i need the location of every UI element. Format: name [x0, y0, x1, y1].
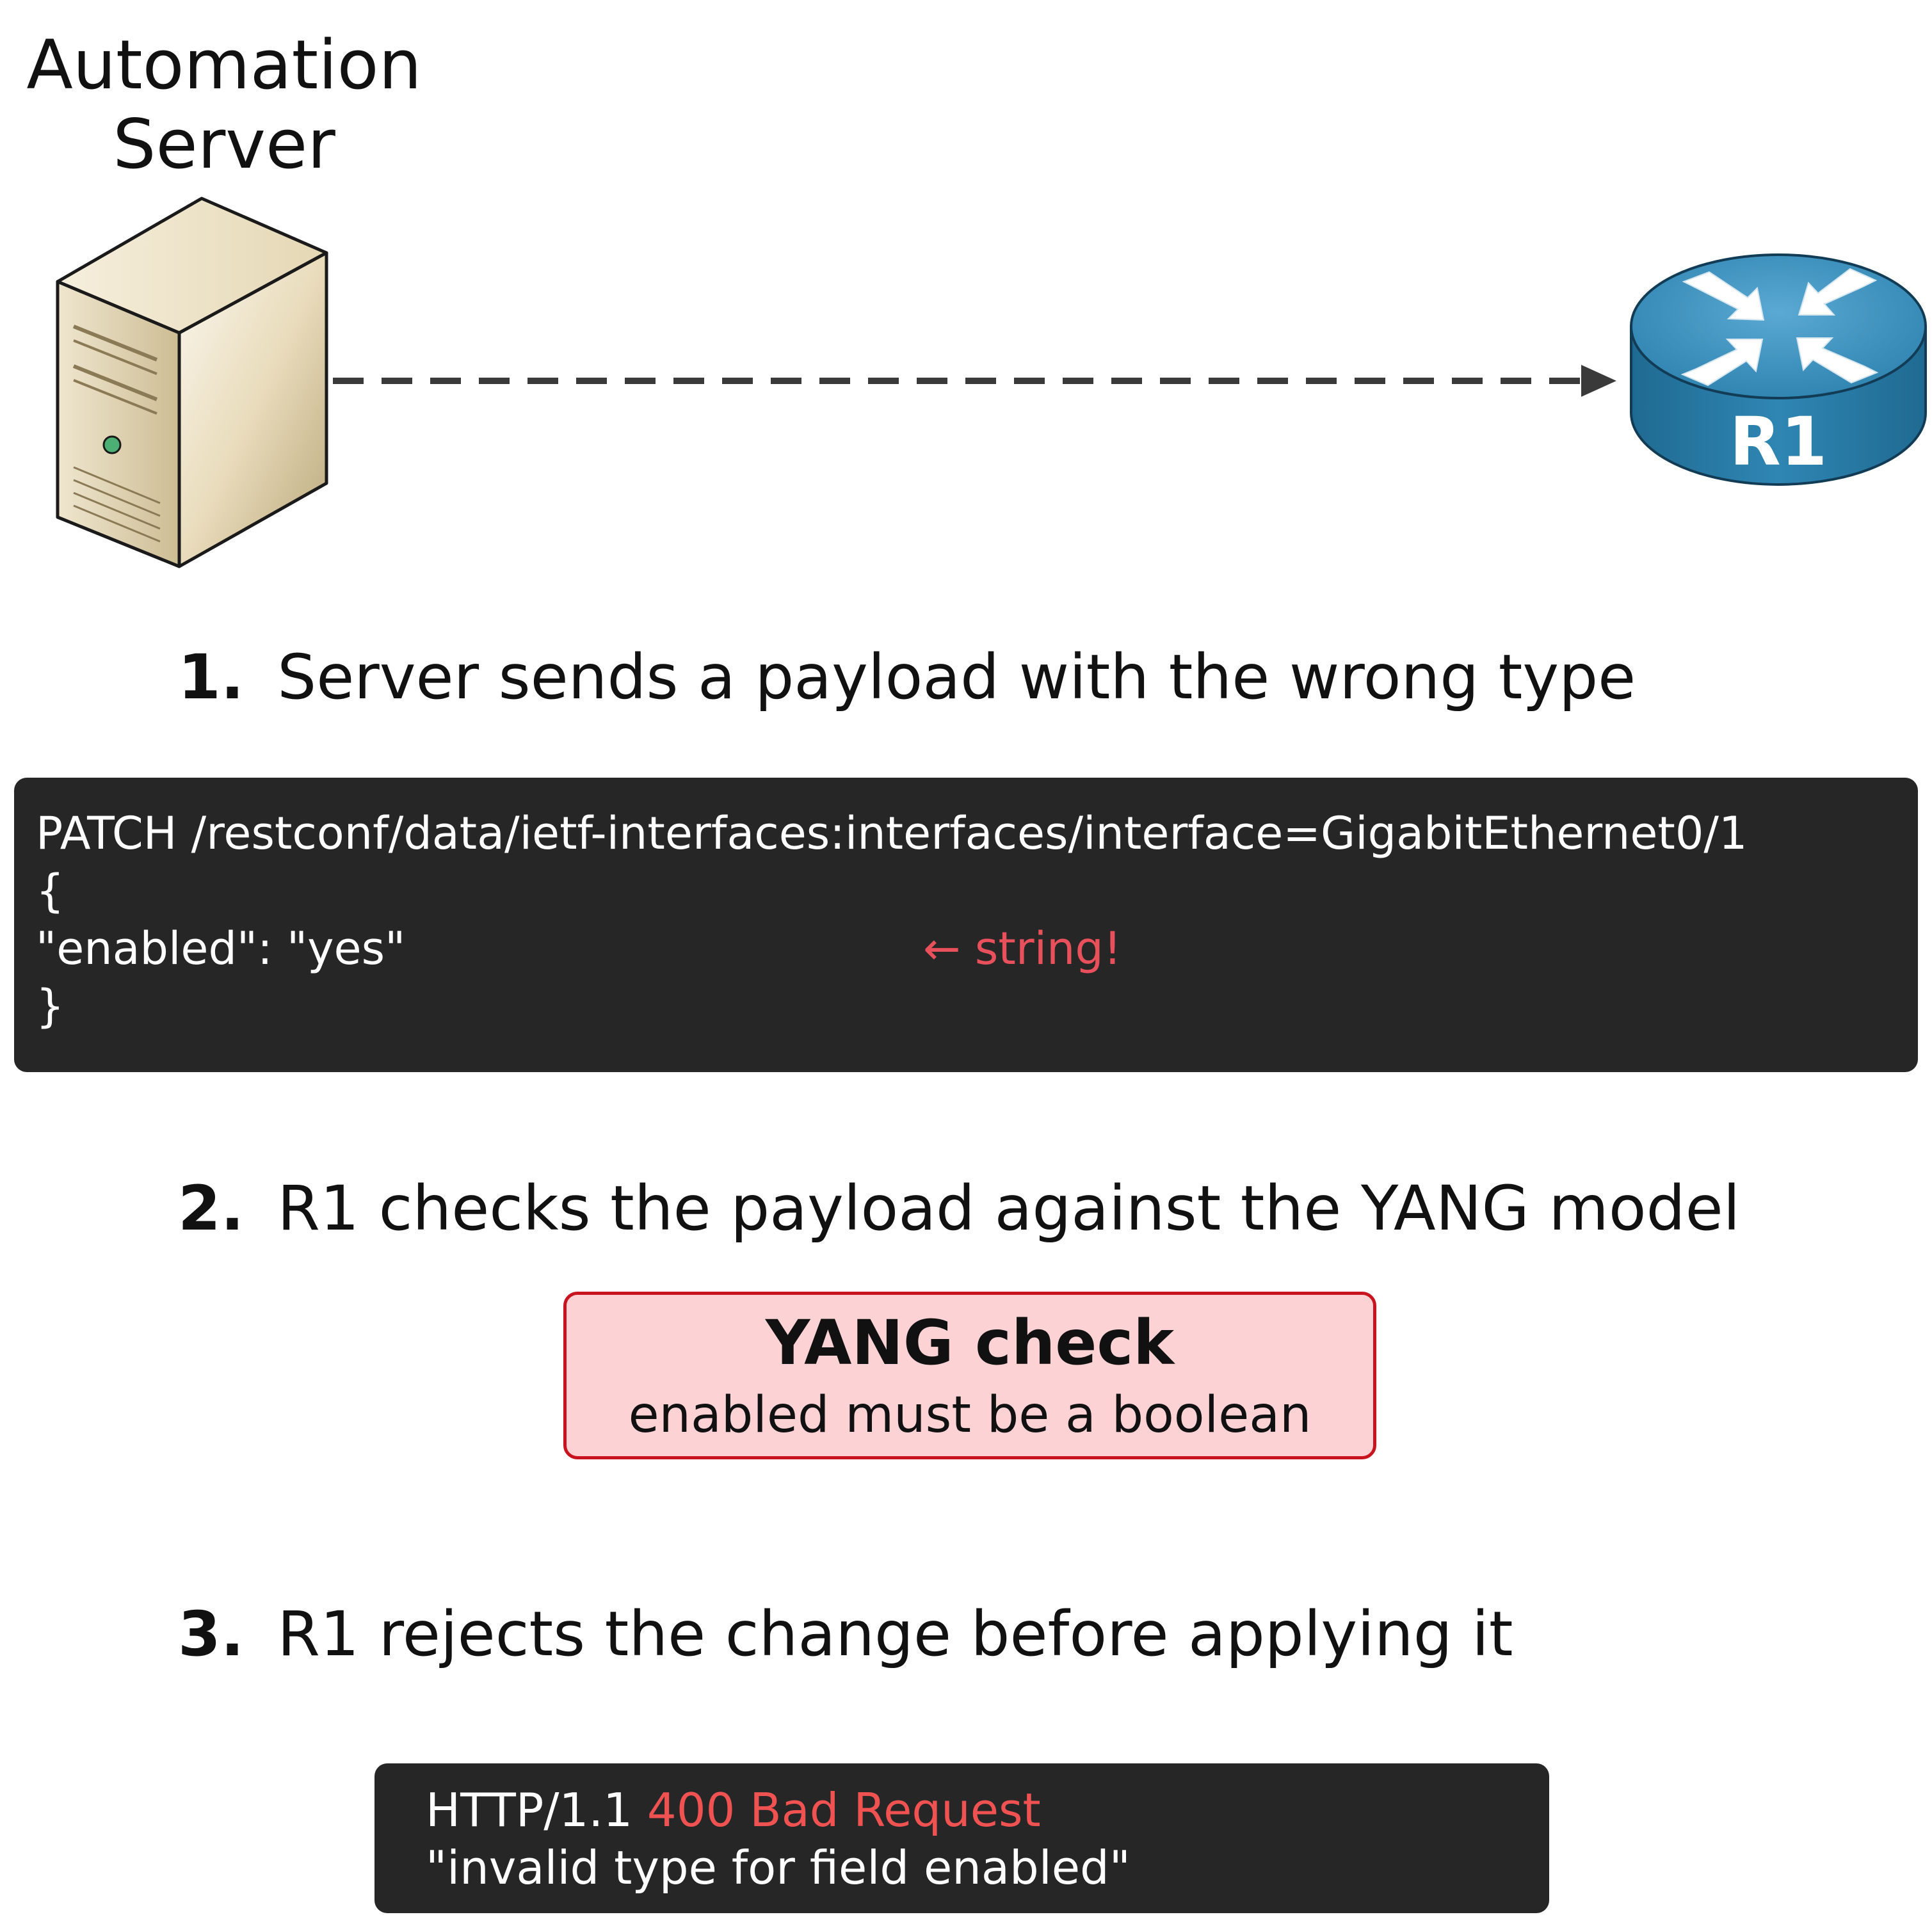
request-line-open-brace: { — [36, 865, 65, 917]
yang-check-box: YANG check enabled must be a boolean — [563, 1292, 1376, 1459]
request-line-close-brace: } — [36, 980, 65, 1032]
step-3-text: R1 rejects the change before applying it — [277, 1598, 1513, 1670]
response-code-block: HTTP/1.1 400 Bad Request "invalid type f… — [374, 1763, 1549, 1913]
step-2-number: 2. — [178, 1173, 245, 1244]
request-line-enabled: "enabled": "yes" — [36, 922, 406, 975]
response-status: 400 Bad Request — [647, 1783, 1041, 1837]
step-2: 2. R1 checks the payload against the YANG… — [178, 1171, 1740, 1246]
step-1-text: Server sends a payload with the wrong ty… — [277, 641, 1636, 713]
request-code-block: PATCH /restconf/data/ietf-interfaces:int… — [14, 778, 1918, 1072]
response-status-line: HTTP/1.1 400 Bad Request — [426, 1781, 1041, 1839]
request-arrow — [333, 365, 1616, 397]
yang-check-title: YANG check — [765, 1307, 1175, 1379]
server-label-line1: Automation — [26, 26, 422, 104]
yang-check-message: enabled must be a boolean — [628, 1386, 1312, 1444]
step-2-text: R1 checks the payload against the YANG m… — [277, 1173, 1741, 1244]
router-icon: R1 — [1630, 253, 1927, 486]
step-1: 1. Server sends a payload with the wrong … — [178, 640, 1636, 714]
server-label: Automation Server — [13, 26, 435, 184]
step-1-number: 1. — [178, 641, 245, 713]
string-note: ← string! — [923, 922, 1122, 975]
request-line-method: PATCH /restconf/data/ietf-interfaces:int… — [36, 807, 1748, 860]
server-icon — [56, 197, 328, 568]
server-label-line2: Server — [113, 105, 335, 184]
response-protocol: HTTP/1.1 — [426, 1783, 633, 1837]
step-3-number: 3. — [178, 1598, 245, 1670]
router-label: R1 — [1730, 403, 1827, 481]
step-3: 3. R1 rejects the change before applying … — [178, 1597, 1513, 1671]
response-message: "invalid type for field enabled" — [426, 1841, 1131, 1895]
